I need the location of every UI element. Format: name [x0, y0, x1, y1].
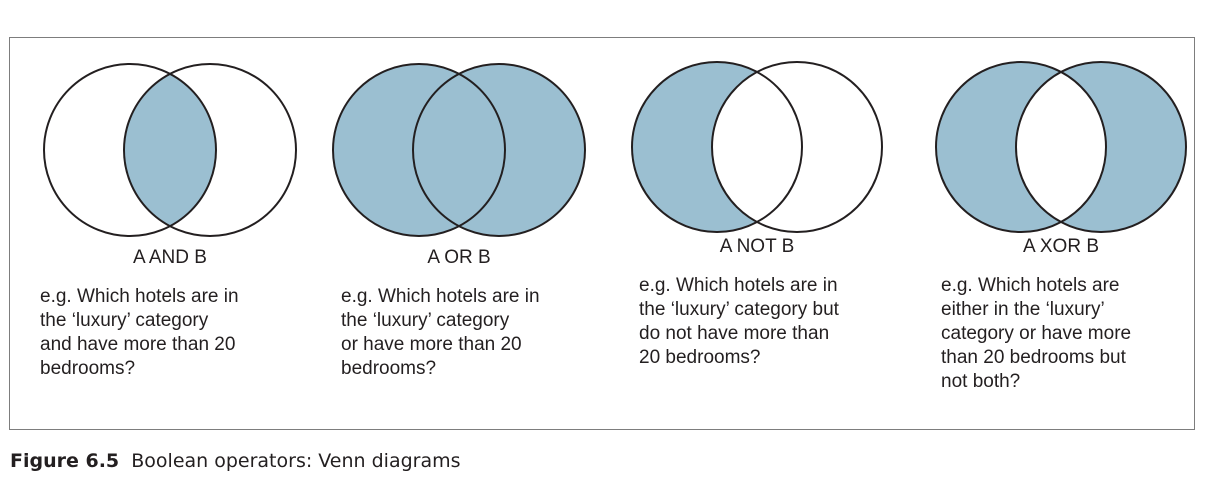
venn-or-circle-b [412, 63, 586, 237]
venn-or [332, 63, 586, 237]
figure-number: Figure 6.5 [10, 450, 120, 472]
venn-not [631, 61, 883, 233]
example-text-and: e.g. Which hotels are in the ‘luxury’ ca… [40, 286, 239, 379]
figure-caption: Figure 6.5 Boolean operators: Venn diagr… [10, 450, 461, 472]
venn-xor-intersection-mask [1016, 62, 1106, 232]
venn-and-circle-b [123, 63, 297, 237]
venn-and-circle-a [43, 63, 217, 237]
venn-not-circle-a [631, 61, 803, 233]
operator-label-not: A NOT B [719, 236, 795, 257]
example-text-or: e.g. Which hotels are in the ‘luxury’ ca… [341, 286, 540, 379]
example-text-not: e.g. Which hotels are in the ‘luxury’ ca… [639, 275, 839, 368]
figure-caption-text: Boolean operators: Venn diagrams [131, 450, 461, 472]
venn-xor [935, 61, 1187, 233]
venn-not-circle-b [711, 61, 883, 233]
venn-or-circle-a [332, 63, 506, 237]
operator-label-or: A OR B [427, 247, 491, 268]
venn-not-circle-b-mask [712, 62, 882, 232]
example-text-xor: e.g. Which hotels are either in the ‘lux… [941, 275, 1132, 392]
operator-label-and: A AND B [133, 247, 207, 268]
figure-frame [9, 37, 1195, 430]
venn-xor-circle-b [1015, 61, 1187, 233]
venn-and [43, 63, 297, 237]
operator-label-xor: A XOR B [1022, 236, 1100, 257]
venn-xor-circle-a [935, 61, 1107, 233]
venn-or-circle-b-fill [413, 64, 585, 236]
venn-and-intersection [124, 64, 216, 236]
